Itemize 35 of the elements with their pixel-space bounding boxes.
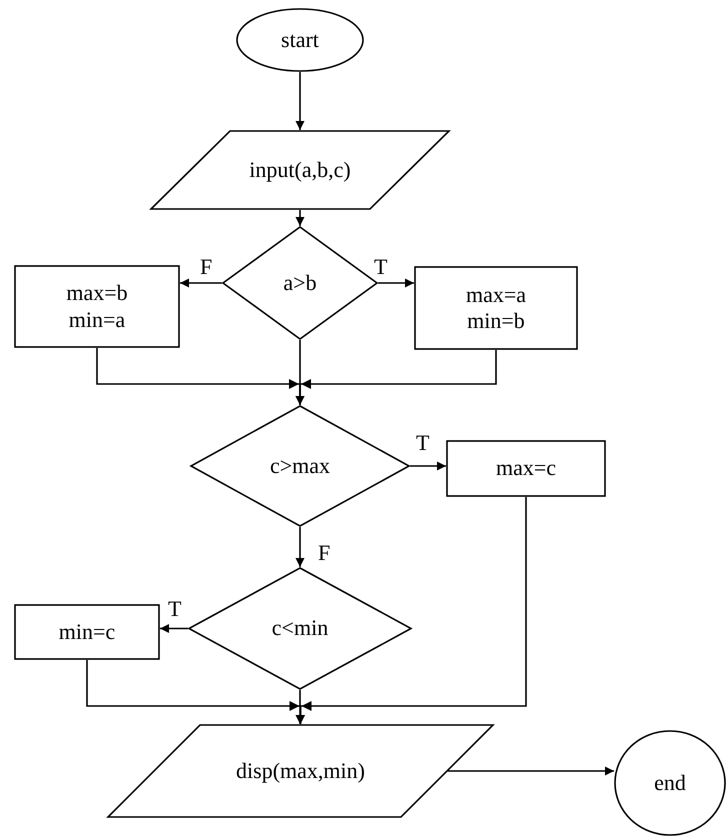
io-parallelogram <box>150 130 450 210</box>
io-parallelogram <box>107 724 494 818</box>
node-text: c>max <box>270 452 330 480</box>
edge-label: T <box>168 598 182 620</box>
arrow <box>296 210 304 226</box>
arrow <box>448 766 614 776</box>
node-text: max=a min=b <box>464 282 528 334</box>
node-text: c<min <box>272 615 328 642</box>
node-text: max=b min=a <box>65 280 129 333</box>
process-box <box>14 604 160 660</box>
decision-diamond <box>190 405 410 527</box>
node-text: start <box>281 26 319 54</box>
arrow <box>180 278 222 288</box>
process-box <box>14 265 180 348</box>
arrow <box>296 72 304 130</box>
edge-label: F <box>318 542 330 564</box>
arrow <box>296 350 497 405</box>
node-text: a>b <box>283 270 317 296</box>
terminal-ellipse <box>236 8 364 72</box>
arrow <box>378 278 414 288</box>
process-box <box>446 440 606 497</box>
edge-label: F <box>200 256 212 278</box>
arrow <box>410 462 446 470</box>
node-text: input(a,b,c) <box>249 156 351 184</box>
node-text: min=c <box>58 618 116 646</box>
edge-label: T <box>374 256 388 278</box>
arrow <box>296 527 304 567</box>
edge-label: T <box>416 432 430 454</box>
node-text: max=c <box>496 455 556 482</box>
process-box <box>414 266 578 350</box>
arrow <box>160 624 188 633</box>
node-text: end <box>654 770 686 796</box>
decision-diamond <box>188 567 412 690</box>
terminal-ellipse <box>614 730 726 836</box>
node-text: disp(max,min) <box>236 758 365 784</box>
